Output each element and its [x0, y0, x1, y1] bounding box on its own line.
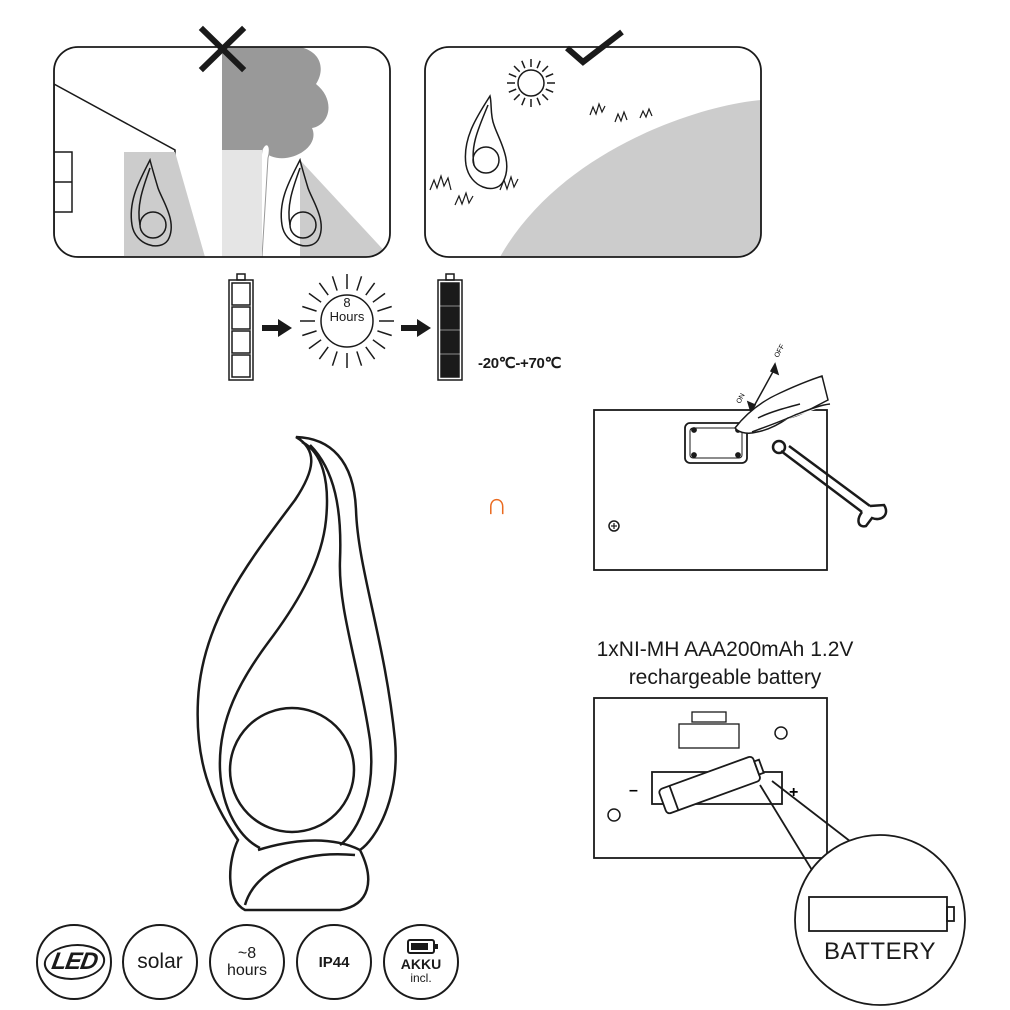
battery-spec-line2: rechargeable battery — [628, 666, 822, 689]
akku-badge-sub: incl. — [410, 971, 432, 985]
sun-ray — [541, 93, 549, 101]
solar-badge: solar — [122, 924, 198, 1000]
lamp-in-shade-left — [130, 157, 172, 247]
sun-ray — [356, 351, 363, 366]
empty-battery-icon — [228, 273, 254, 381]
screwdriver-icon — [771, 439, 888, 528]
sun-ray — [521, 97, 526, 106]
sun-ray — [308, 339, 322, 350]
switch-direction-arrow — [746, 362, 780, 414]
small-sun-icon — [507, 59, 555, 107]
lamp-in-shade-right — [280, 157, 322, 247]
sun-ray — [372, 339, 386, 350]
battery-icon — [407, 939, 438, 954]
sun-ray — [302, 330, 317, 337]
battery-callout-label: BATTERY — [824, 938, 936, 965]
correct-placement-panel — [424, 46, 762, 258]
sun-ray — [365, 346, 376, 360]
sun-ray — [377, 305, 392, 312]
battery-spec-label: 1xNI-MH AAA200mAh 1.2V rechargeable batt… — [520, 636, 930, 692]
lamp-in-sun — [464, 94, 508, 190]
battery-spec-line1: 1xNI-MH AAA200mAh 1.2V — [596, 638, 854, 661]
sun-ray — [536, 97, 541, 106]
grass — [429, 102, 653, 206]
arrow-icon — [262, 319, 292, 337]
full-battery-icon — [437, 273, 463, 381]
akku-badge-label: AKKU — [400, 956, 442, 972]
sun-ray — [372, 292, 386, 303]
battery-minus-symbol: – — [629, 782, 638, 799]
sun-ray — [331, 276, 338, 291]
ip-rating-label: IP44 — [318, 953, 350, 971]
hours-badge-value: ~8 — [237, 945, 257, 962]
temperature-range: -20℃-+70℃ — [478, 355, 562, 372]
ip-rating-badge: IP44 — [296, 924, 372, 1000]
hours-badge-unit: hours — [226, 962, 268, 979]
sun-ray — [541, 65, 549, 73]
sun-ray — [545, 88, 554, 93]
sun-ray — [356, 276, 363, 291]
sun-ray — [302, 305, 317, 312]
sun-ray — [513, 65, 521, 73]
sun-hours-label: 8 Hours — [322, 296, 372, 324]
battery-plus-symbol: + — [789, 784, 798, 801]
sun-ray — [377, 330, 392, 337]
switch-panel — [593, 409, 828, 571]
led-badge-label: LED — [40, 944, 108, 980]
sun-ray — [308, 292, 322, 303]
sun-icon — [300, 274, 394, 368]
cross-icon — [198, 25, 247, 73]
sun-ray — [508, 73, 517, 78]
sun-ray — [536, 60, 541, 69]
tree-trunk — [222, 150, 262, 257]
tree-canopy — [222, 47, 329, 164]
magnet-symbol: ∩ — [486, 488, 508, 521]
sun-ray — [513, 93, 521, 101]
tree-shadow — [300, 160, 390, 257]
ground-slope — [500, 100, 761, 257]
switch-on-label: ON — [736, 392, 747, 405]
sun-ray — [545, 73, 554, 78]
led-badge: LED — [36, 924, 112, 1000]
check-icon — [565, 29, 624, 66]
switch-off-label: OFF — [774, 343, 787, 359]
arrow-icon — [401, 319, 431, 337]
hours-badge: ~8 hours — [209, 924, 285, 1000]
sun-ray — [508, 88, 517, 93]
sun-ray — [318, 346, 329, 360]
flame-lamp — [196, 435, 397, 912]
akku-badge: AKKU incl. — [383, 924, 459, 1000]
sun-hours-value: 8 — [343, 295, 351, 310]
hand-icon — [734, 375, 831, 434]
sun-ray — [331, 351, 338, 366]
battery-compartment — [593, 697, 828, 859]
sun-ray — [318, 282, 329, 296]
wrong-placement-panel — [53, 46, 391, 258]
sun-ray — [365, 282, 376, 296]
sun-ray — [521, 60, 526, 69]
solar-badge-label: solar — [137, 950, 183, 973]
battery-zoom-callout — [759, 780, 966, 1006]
sun-hours-unit: Hours — [329, 309, 365, 324]
